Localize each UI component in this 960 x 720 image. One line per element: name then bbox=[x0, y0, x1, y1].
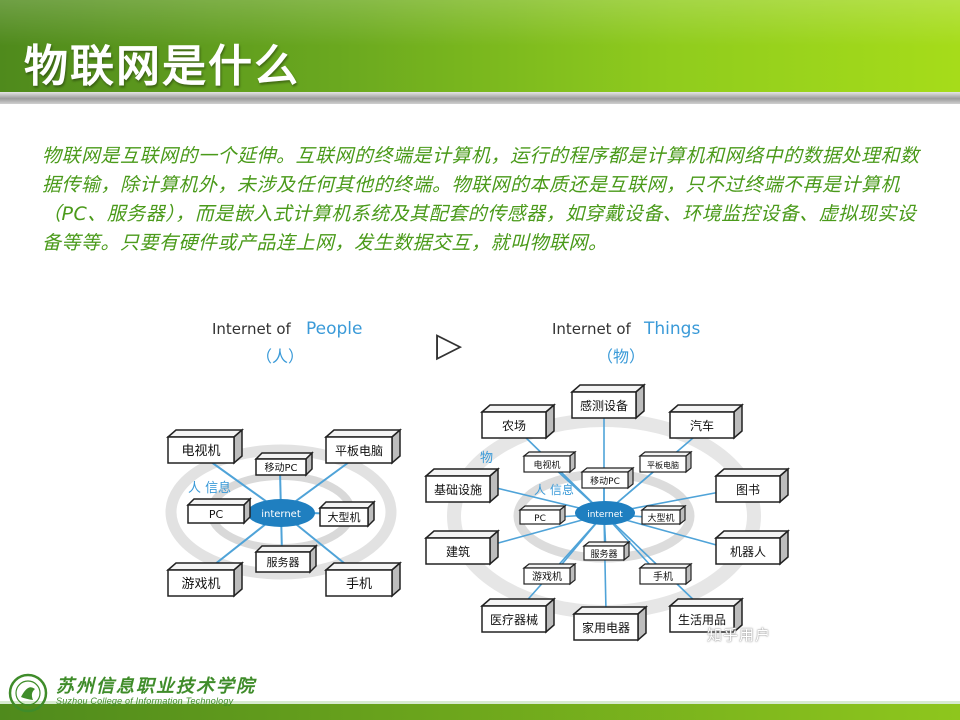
node-label: 服务器 bbox=[590, 548, 617, 560]
node-label: 家用电器 bbox=[582, 620, 630, 635]
people-node-game: 游戏机 bbox=[166, 561, 244, 598]
node-label: 图书 bbox=[736, 483, 760, 497]
node-label: 建筑 bbox=[446, 544, 470, 559]
things-node-book: 图书 bbox=[714, 467, 790, 504]
people-outer-ring bbox=[165, 444, 397, 580]
things-outer-label: 物 bbox=[480, 451, 493, 466]
people-node-pc: PC bbox=[186, 497, 252, 525]
things-node-farm: 农场 bbox=[480, 403, 556, 440]
things-node-appliance: 家用电器 bbox=[572, 605, 648, 642]
things-node-medical: 医疗器械 bbox=[480, 597, 556, 634]
people-hub-label: internet bbox=[261, 509, 301, 520]
people-node-mobile-pc: 移动PC bbox=[254, 451, 314, 477]
intro-paragraph: 物联网是互联网的一个延伸。互联网的终端是计算机，运行的程序都是计算机和网络中的数… bbox=[42, 145, 920, 254]
things-hub-label: internet bbox=[587, 510, 623, 520]
node-label: 电视机 bbox=[181, 444, 220, 459]
node-label: 基础设施 bbox=[434, 483, 482, 497]
people-heading-word: People bbox=[306, 319, 362, 339]
people-hub bbox=[247, 499, 315, 527]
people-node-tablet: 平板电脑 bbox=[324, 428, 402, 465]
things-subtitle: （物） bbox=[597, 347, 645, 366]
node-label: 手机 bbox=[653, 570, 673, 583]
slide-title: 物联网是什么 bbox=[24, 41, 300, 92]
things-node-infra: 基础设施 bbox=[424, 467, 500, 504]
things-node-daily: 生活用品 bbox=[668, 597, 744, 634]
things-node-building: 建筑 bbox=[424, 529, 500, 566]
things-node-sensor: 感测设备 bbox=[570, 383, 646, 420]
footer-divider bbox=[0, 701, 960, 704]
node-label: 游戏机 bbox=[532, 570, 562, 583]
node-label: 大型机 bbox=[328, 510, 361, 524]
people-node-tv: 电视机 bbox=[166, 428, 244, 465]
iot-diagram: Internet of People （人） 人 信息 internet 电视机 bbox=[165, 319, 790, 642]
things-node-car: 汽车 bbox=[668, 403, 744, 440]
things-inner-mobile-pc: 移动PC bbox=[580, 466, 635, 490]
people-subtitle: （人） bbox=[256, 347, 304, 366]
things-inner-tv: 电视机 bbox=[522, 450, 577, 474]
node-label: 机器人 bbox=[730, 545, 766, 559]
school-name-cn: 苏州信息职业技术学院 bbox=[56, 676, 256, 697]
people-node-server: 服务器 bbox=[254, 544, 318, 574]
node-label: PC bbox=[209, 508, 224, 521]
things-inner-game: 游戏机 bbox=[522, 562, 577, 586]
watermark-text: 知乎用户 bbox=[707, 626, 772, 644]
node-label: 电视机 bbox=[533, 459, 560, 471]
things-inner-tablet: 平板电脑 bbox=[638, 450, 693, 474]
people-heading-prefix: Internet of bbox=[212, 320, 292, 338]
things-heading-prefix: Internet of bbox=[552, 320, 632, 338]
title-underline bbox=[0, 92, 960, 104]
things-hub bbox=[575, 501, 635, 525]
things-inner-pc: PC bbox=[518, 504, 567, 526]
people-node-mainframe: 大型机 bbox=[318, 500, 376, 528]
node-label: 手机 bbox=[346, 577, 372, 592]
people-node-phone: 手机 bbox=[324, 561, 402, 598]
node-label: 感测设备 bbox=[580, 398, 628, 413]
things-node-robot: 机器人 bbox=[714, 529, 790, 566]
node-label: PC bbox=[534, 514, 546, 524]
node-label: 平板电脑 bbox=[335, 444, 383, 458]
node-label: 游戏机 bbox=[181, 577, 220, 592]
people-ring-label: 人 信息 bbox=[188, 480, 231, 496]
node-label: 服务器 bbox=[267, 556, 300, 569]
things-panel: Internet of Things （物） 物 bbox=[424, 319, 790, 642]
node-label: 大型机 bbox=[647, 512, 674, 524]
node-label: 移动PC bbox=[590, 475, 620, 487]
node-label: 农场 bbox=[502, 419, 526, 433]
node-label: 汽车 bbox=[690, 418, 714, 433]
school-name-en: Suzhou College of Information Technology bbox=[56, 696, 234, 706]
people-panel: Internet of People （人） 人 信息 internet 电视机 bbox=[165, 319, 402, 598]
things-inner-mainframe: 大型机 bbox=[640, 504, 687, 526]
transition-arrow: ▷ bbox=[436, 325, 463, 365]
title-banner: 物联网是什么 bbox=[0, 0, 960, 92]
banner-shine bbox=[0, 0, 960, 46]
node-label: 移动PC bbox=[264, 461, 297, 474]
things-inner-phone: 手机 bbox=[638, 562, 693, 586]
footer-bar bbox=[0, 704, 960, 720]
things-ring-label: 人 信息 bbox=[534, 482, 574, 497]
things-inner-server: 服务器 bbox=[582, 540, 631, 562]
node-label: 平板电脑 bbox=[647, 460, 679, 470]
node-label: 生活用品 bbox=[678, 613, 726, 627]
node-label: 医疗器械 bbox=[490, 612, 538, 627]
school-logo-icon bbox=[8, 673, 48, 713]
things-heading-word: Things bbox=[643, 319, 700, 339]
